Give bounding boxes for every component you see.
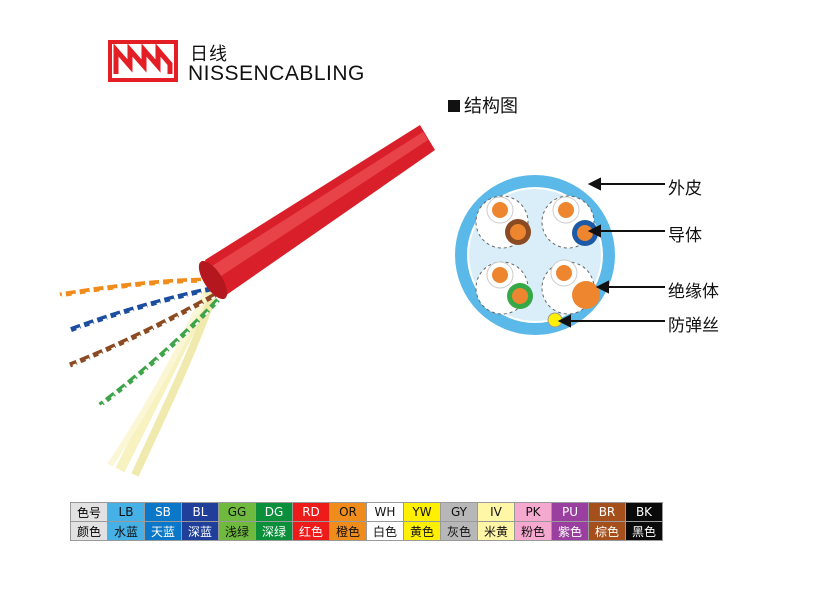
color-code-cell: YW xyxy=(403,502,441,522)
color-name-cell: 深蓝 xyxy=(181,521,219,541)
color-name-cell: 紫色 xyxy=(551,521,589,541)
color-name-cell: 深绿 xyxy=(255,521,293,541)
label-ripcord: 防弹丝 xyxy=(668,316,719,336)
color-name-cell: 灰色 xyxy=(440,521,478,541)
color-code-cell: PU xyxy=(551,502,589,522)
pair-blue xyxy=(69,285,216,333)
color-code-cell: GY xyxy=(440,502,478,522)
pair-2 xyxy=(552,196,598,246)
color-name-cell: 天蓝 xyxy=(144,521,182,541)
color-name-cell: 米黄 xyxy=(477,521,515,541)
yarn-strands xyxy=(107,287,219,477)
color-code-cell: IV xyxy=(477,502,515,522)
color-name-cell: 红色 xyxy=(292,521,330,541)
cable-illustration xyxy=(59,125,435,477)
color-name-cell: 橙色 xyxy=(329,521,367,541)
pair-1 xyxy=(486,196,531,245)
color-code-cell: WH xyxy=(366,502,404,522)
pair-brown xyxy=(69,292,217,368)
nissen-logo-icon xyxy=(108,40,178,82)
label-jacket: 外皮 xyxy=(668,179,702,199)
color-code-cell: RD xyxy=(292,502,330,522)
pair-orange xyxy=(59,277,216,298)
brand-name-cn: 日线 xyxy=(190,44,228,65)
label-insulation: 绝缘体 xyxy=(668,282,719,302)
color-name-cell: 粉色 xyxy=(514,521,552,541)
color-name-cell: 水蓝 xyxy=(107,521,145,541)
color-code-cell: PK xyxy=(514,502,552,522)
color-name-cell: 黑色 xyxy=(625,521,663,541)
color-name-row: 颜色 水蓝天蓝深蓝浅绿深绿红色橙色白色黄色灰色米黄粉色紫色棕色黑色 xyxy=(70,521,663,541)
color-name-cell: 浅绿 xyxy=(218,521,256,541)
color-code-cell: BL xyxy=(181,502,219,522)
brand-name-en: NISSENCABLING xyxy=(188,62,365,85)
color-name-header: 颜色 xyxy=(70,521,108,541)
color-code-cell: LB xyxy=(107,502,145,522)
color-code-header: 色号 xyxy=(70,502,108,522)
color-code-cell: BR xyxy=(588,502,626,522)
color-name-cell: 白色 xyxy=(366,521,404,541)
color-code-cell: OR xyxy=(329,502,367,522)
color-code-cell: DG xyxy=(255,502,293,522)
label-conductor: 导体 xyxy=(668,226,702,246)
color-code-cell: GG xyxy=(218,502,256,522)
color-name-cell: 黄色 xyxy=(403,521,441,541)
color-code-cell: BK xyxy=(625,502,663,522)
color-code-cell: SB xyxy=(144,502,182,522)
structure-title: 结构图 xyxy=(448,92,518,118)
pair-green xyxy=(98,298,220,407)
cable-cross-section-diagram xyxy=(455,175,665,335)
pair-3 xyxy=(486,261,533,309)
pair-4 xyxy=(550,259,600,309)
color-name-cell: 棕色 xyxy=(588,521,626,541)
